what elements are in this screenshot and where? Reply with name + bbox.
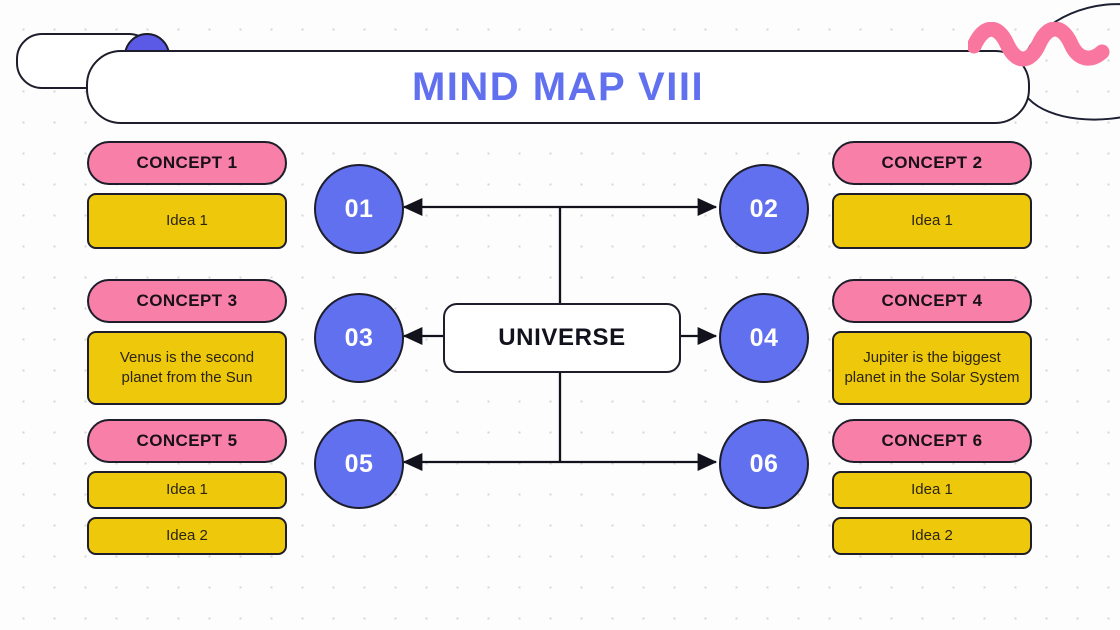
concept-group-2: CONCEPT 2 Idea 1 (832, 141, 1032, 249)
idea-label: Venus is the second planet from the Sun (119, 349, 255, 386)
node-circle-04[interactable]: 04 (719, 293, 809, 383)
center-node-universe[interactable]: UNIVERSE (443, 303, 681, 373)
concept-title-1[interactable]: CONCEPT 1 (87, 141, 287, 185)
node-circle-01[interactable]: 01 (314, 164, 404, 254)
node-number-label: 01 (344, 194, 374, 223)
concept-title-label: CONCEPT 1 (136, 153, 238, 172)
idea-label: Idea 2 (166, 527, 208, 545)
decorative-squiggle-icon (968, 22, 1110, 67)
idea-label: Idea 1 (166, 212, 208, 230)
idea-box[interactable]: Venus is the second planet from the Sun (87, 331, 287, 405)
idea-box[interactable]: Idea 1 (87, 193, 287, 249)
concept-group-1: CONCEPT 1 Idea 1 (87, 141, 287, 249)
concept-title-label: CONCEPT 5 (136, 431, 238, 450)
node-circle-02[interactable]: 02 (719, 164, 809, 254)
idea-box[interactable]: Idea 1 (832, 193, 1032, 249)
title-bar: MIND MAP VIII (86, 50, 1030, 124)
node-number-label: 03 (344, 323, 374, 352)
idea-label: Idea 1 (911, 481, 953, 499)
idea-label: Idea 2 (911, 527, 953, 545)
page-title: MIND MAP VIII (411, 64, 705, 109)
concept-title-5[interactable]: CONCEPT 5 (87, 419, 287, 463)
concept-group-4: CONCEPT 4 Jupiter is the biggest planet … (832, 279, 1032, 405)
idea-label: Idea 1 (911, 212, 953, 230)
node-number-label: 06 (749, 449, 779, 478)
concept-title-label: CONCEPT 3 (136, 291, 238, 310)
node-number-label: 02 (749, 194, 779, 223)
concept-title-3[interactable]: CONCEPT 3 (87, 279, 287, 323)
idea-box[interactable]: Jupiter is the biggest planet in the Sol… (832, 331, 1032, 405)
idea-label: Idea 1 (166, 481, 208, 499)
concept-group-6: CONCEPT 6 Idea 1 Idea 2 (832, 419, 1032, 555)
idea-box[interactable]: Idea 2 (832, 517, 1032, 555)
node-circle-05[interactable]: 05 (314, 419, 404, 509)
concept-group-3: CONCEPT 3 Venus is the second planet fro… (87, 279, 287, 405)
concept-title-label: CONCEPT 4 (881, 291, 983, 310)
idea-box[interactable]: Idea 2 (87, 517, 287, 555)
concept-group-5: CONCEPT 5 Idea 1 Idea 2 (87, 419, 287, 555)
idea-box[interactable]: Idea 1 (87, 471, 287, 509)
concept-title-label: CONCEPT 6 (881, 431, 983, 450)
node-circle-06[interactable]: 06 (719, 419, 809, 509)
center-node-label: UNIVERSE (498, 324, 626, 351)
concept-title-label: CONCEPT 2 (881, 153, 983, 172)
concept-title-2[interactable]: CONCEPT 2 (832, 141, 1032, 185)
node-circle-03[interactable]: 03 (314, 293, 404, 383)
concept-title-4[interactable]: CONCEPT 4 (832, 279, 1032, 323)
node-number-label: 05 (344, 449, 374, 478)
node-number-label: 04 (749, 323, 779, 352)
idea-box[interactable]: Idea 1 (832, 471, 1032, 509)
concept-title-6[interactable]: CONCEPT 6 (832, 419, 1032, 463)
idea-label: Jupiter is the biggest planet in the Sol… (844, 349, 1020, 386)
